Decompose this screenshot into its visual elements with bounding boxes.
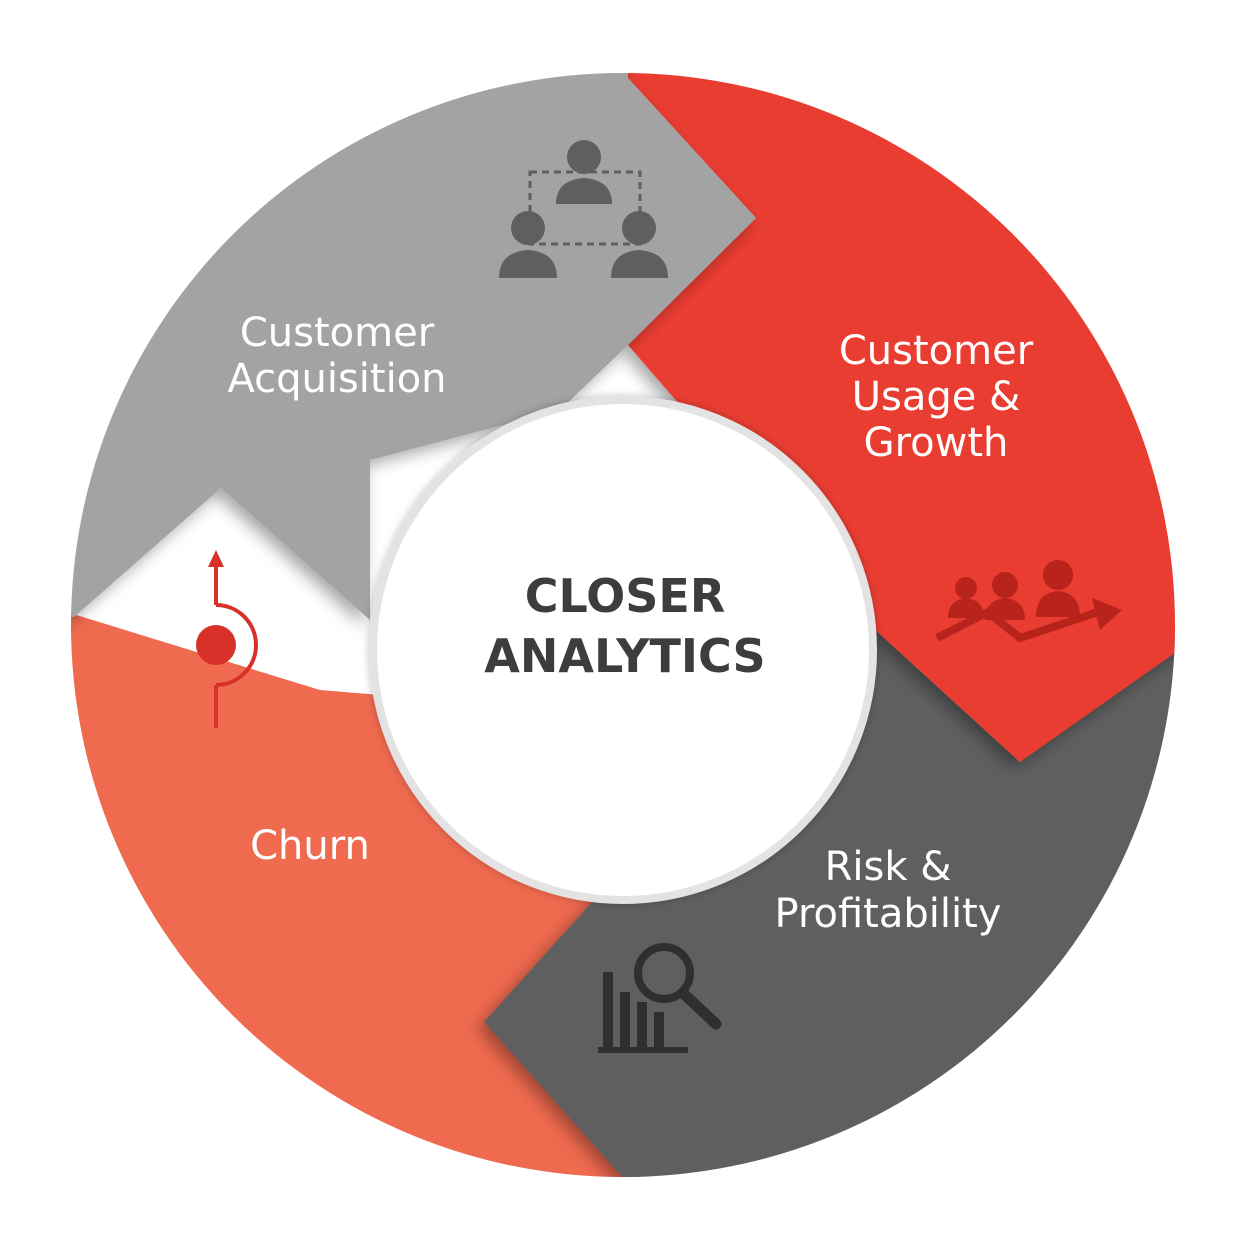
usage-label-line1: Customer	[839, 328, 1034, 374]
center-title-line1: CLOSER	[525, 569, 726, 623]
acquisition-label-line2: Acquisition	[227, 356, 446, 402]
usage-label-line2: Usage &	[852, 374, 1021, 420]
org-chart-people-icon	[499, 140, 668, 278]
risk-label-line1: Risk &	[825, 844, 952, 890]
center-title-line2: ANALYTICS	[484, 629, 765, 683]
churn-arrow-icon	[196, 550, 258, 728]
chart-magnifier-icon	[598, 943, 722, 1053]
center-circle	[369, 396, 877, 904]
churn-label: Churn	[250, 823, 370, 869]
people-growth-arrow-icon	[935, 560, 1122, 643]
acquisition-label-line1: Customer	[240, 310, 435, 356]
risk-label-line2: Profitability	[775, 891, 1002, 937]
usage-label-line3: Growth	[864, 420, 1009, 466]
